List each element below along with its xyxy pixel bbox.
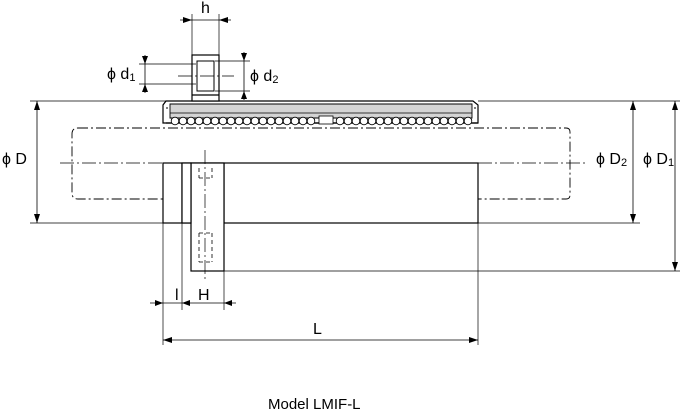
dimension-D2-label: ϕ D2 [596, 152, 627, 169]
D1-prefix: ϕ D [643, 151, 668, 168]
dimension-D-label: ϕ D [2, 151, 27, 168]
dimension-L-label: L [313, 321, 322, 338]
dimension-D1-label: ϕ D1 [643, 152, 674, 169]
dimension-d1-label: ϕ d1 [107, 67, 135, 84]
dimension-H-label: H [198, 287, 210, 304]
d1-subscript: 1 [129, 72, 136, 84]
center-line [60, 75, 585, 280]
arrowheads [34, 17, 678, 343]
model-caption: Model LMIF-L [268, 396, 361, 413]
shaft-outline [71, 127, 571, 200]
d2-prefix: ϕ d [250, 68, 273, 85]
extension-lines [30, 14, 680, 345]
D2-subscript: 2 [620, 157, 628, 169]
section-view [166, 103, 478, 124]
flange-top [191, 54, 220, 102]
D1-subscript: 1 [667, 157, 675, 169]
dimension-d2-label: ϕ d2 [250, 69, 278, 86]
d1-prefix: ϕ d [107, 66, 130, 83]
dimension-h-label: h [201, 0, 210, 17]
dimension-l-label: l [175, 287, 179, 304]
d2-subscript: 2 [272, 74, 279, 86]
flange-bottom [181, 162, 225, 272]
ball-row [170, 115, 473, 126]
D2-prefix: ϕ D [596, 151, 621, 168]
